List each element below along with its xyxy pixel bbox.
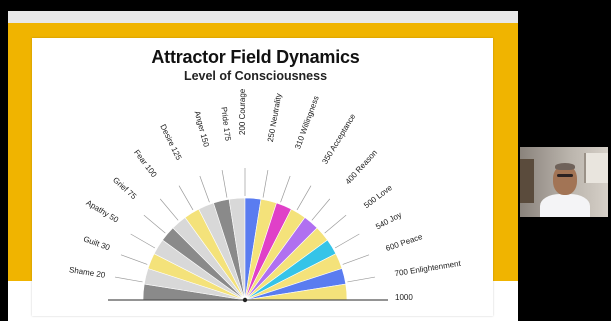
dial-ray xyxy=(342,254,370,265)
participant-shirt xyxy=(540,194,590,217)
dial-ray xyxy=(221,169,228,198)
participant-video-tile[interactable] xyxy=(520,147,608,217)
level-label: 540 Joy xyxy=(374,210,403,231)
level-label: 250 Neutrality xyxy=(266,93,283,143)
participant-head xyxy=(553,165,577,195)
video-window xyxy=(584,153,608,183)
slide-subtitle: Level of Consciousness xyxy=(183,69,328,83)
dial-ray xyxy=(199,175,210,203)
dial-ray xyxy=(143,214,166,234)
level-label: Pride 175 xyxy=(219,106,232,142)
level-label: 310 Willingness xyxy=(293,95,321,151)
level-label: Desire 125 xyxy=(158,123,183,162)
level-label: 500 Love xyxy=(362,183,394,210)
dial-ray xyxy=(159,198,179,221)
level-label: Anger 150 xyxy=(193,110,211,149)
slide-top-strip xyxy=(8,11,518,23)
dial-wedges xyxy=(142,197,348,301)
dial-ray xyxy=(280,175,291,203)
participant-glasses xyxy=(557,174,573,177)
dial-ray xyxy=(262,169,269,198)
participant-hair xyxy=(555,163,575,170)
level-label: 350 Acceptance xyxy=(320,112,357,166)
dial-ray xyxy=(311,198,331,221)
dial-ray xyxy=(334,233,360,249)
dial-center xyxy=(242,297,248,303)
dial-ray xyxy=(130,233,156,249)
level-label: 200 Courage xyxy=(238,88,247,135)
level-label: Shame 20 xyxy=(68,265,106,280)
level-label: Apathy 50 xyxy=(85,198,121,225)
level-label: 600 Peace xyxy=(385,232,425,253)
level-label: Grief 75 xyxy=(111,175,139,201)
level-label: Fear 100 xyxy=(132,148,159,179)
dial-ray xyxy=(178,185,194,211)
dial-ray xyxy=(120,254,148,265)
level-label: 400 Reason xyxy=(344,148,380,186)
video-shelf xyxy=(520,159,534,203)
slide-title: Attractor Field Dynamics xyxy=(151,47,360,67)
dial-ray xyxy=(324,214,347,234)
level-label: 700 Enlightenment xyxy=(394,259,462,278)
level-label: Guilt 30 xyxy=(82,234,112,252)
level-label: 1000 xyxy=(395,293,413,302)
dial-ray xyxy=(296,185,312,211)
dial-ray xyxy=(347,276,376,283)
dial-ray xyxy=(114,276,143,283)
